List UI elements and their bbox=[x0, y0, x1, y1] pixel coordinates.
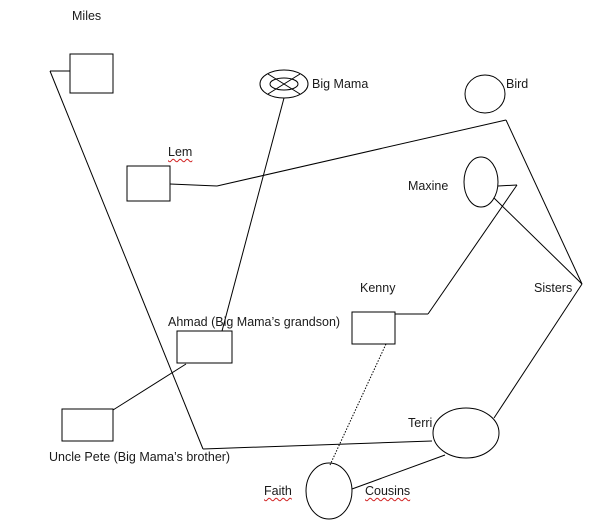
miles-terri-line-2 bbox=[49, 70, 204, 450]
bigmama-ahmad-line bbox=[221, 97, 285, 332]
faith-label: Faith bbox=[264, 484, 292, 498]
ahmad-label: Ahmad (Big Mama’s grandson) bbox=[168, 315, 341, 329]
cousins-label: Cousins bbox=[365, 484, 411, 498]
big-mama-inner-oval bbox=[269, 77, 299, 91]
maxine-label: Maxine bbox=[408, 179, 449, 193]
uncle-pete-square bbox=[61, 408, 114, 442]
kenny-label: Kenny bbox=[360, 281, 396, 295]
kenny-faith-dotted-line bbox=[329, 343, 387, 466]
sisters-label: Sisters bbox=[534, 281, 573, 295]
kenny-square bbox=[351, 311, 396, 345]
uncle-pete-label: Uncle Pete (Big Mama’s brother) bbox=[49, 450, 231, 464]
big-mama-circle bbox=[259, 69, 309, 99]
terri-circle bbox=[432, 407, 500, 459]
big-mama-label: Big Mama bbox=[312, 77, 369, 91]
faith-circle bbox=[305, 462, 353, 520]
miles-label: Miles bbox=[72, 9, 102, 23]
terri-sisters-line bbox=[493, 283, 583, 419]
bird-sisters-line bbox=[505, 119, 583, 285]
bird-circle bbox=[464, 74, 506, 114]
bird-label: Bird bbox=[506, 77, 529, 91]
maxine-sisters-line bbox=[493, 197, 583, 285]
maxine-connector bbox=[497, 184, 518, 187]
miles-square bbox=[69, 53, 114, 94]
maxine-circle bbox=[463, 156, 499, 208]
lem-bird-line-2 bbox=[216, 119, 507, 187]
terri-faith-line bbox=[351, 454, 446, 490]
lem-label: Lem bbox=[168, 145, 193, 159]
ahmad-unclepete-line bbox=[112, 363, 187, 411]
lem-square bbox=[126, 165, 171, 202]
ahmad-square bbox=[176, 330, 233, 364]
miles-terri-line-3 bbox=[202, 440, 433, 450]
terri-label: Terri bbox=[408, 416, 433, 430]
big-mama-cross-2 bbox=[267, 73, 301, 95]
lem-bird-line bbox=[169, 183, 218, 187]
